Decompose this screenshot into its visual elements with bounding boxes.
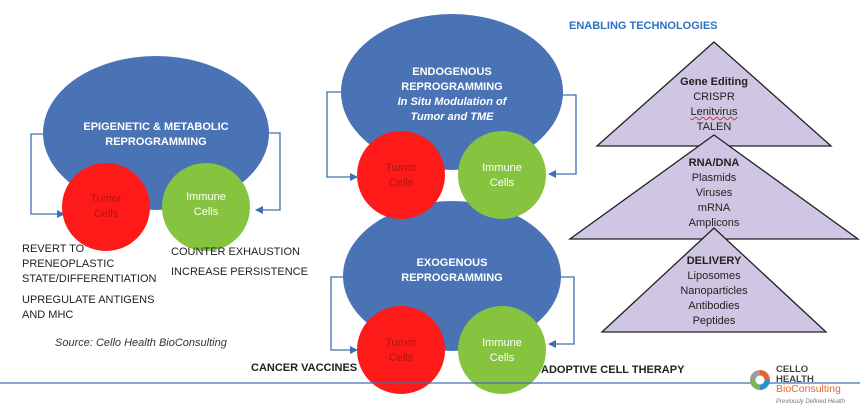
endogenous-line3: In Situ Modulation of (397, 96, 507, 108)
rna-dna-heading: RNA/DNA (688, 156, 740, 169)
endogenous-immune-line2: Cells (489, 177, 515, 189)
endogenous-line4: Tumor and TME (410, 111, 494, 123)
logo-bioconsulting-text: BioConsulting (776, 383, 841, 395)
endogenous-immune-line1: Immune (482, 162, 522, 174)
gene-editing-item-lenitvirus: Lenitvirus (690, 106, 738, 118)
left-tumor-cells-circle (62, 163, 150, 251)
revert-note: REVERT TO PRENEOPLASTIC STATE/DIFFERENTI… (22, 242, 156, 287)
endogenous-arrow-right (548, 94, 577, 178)
left-feedback-arrow-left (30, 133, 65, 218)
upregulate-note: UPREGULATE ANTIGENS AND MHC (22, 293, 154, 323)
revert-note-line3: STATE/DIFFERENTIATION (22, 273, 157, 285)
endogenous-line2: REPROGRAMMING (401, 81, 503, 93)
delivery-item-liposomes: Liposomes (687, 269, 741, 282)
endogenous-ellipse-label: ENDOGENOUS REPROGRAMMING In Situ Modulat… (372, 64, 532, 126)
gene-editing-item-crispr: CRISPR (693, 91, 735, 103)
endogenous-tumor-line1: Tumor (385, 162, 417, 174)
left-immune-line1: Immune (186, 191, 226, 203)
counter-exhaustion-note: COUNTER EXHAUSTION (171, 246, 300, 258)
cancer-vaccines-label: CANCER VACCINES (251, 362, 358, 374)
delivery-item-peptides: Peptides (692, 314, 736, 327)
rna-dna-label: RNA/DNA Plasmids Viruses mRNA Amplicons (664, 154, 764, 232)
exogenous-tumor-cells-circle (357, 306, 445, 394)
logo-tagline: Previously Defined Health (776, 399, 846, 405)
exogenous-tumor-line1: Tumor (385, 337, 417, 349)
delivery-item-nanoparticles: Nanoparticles (680, 284, 748, 297)
increase-persistence-note: INCREASE PERSISTENCE (171, 266, 308, 278)
epigenetic-ellipse-label: EPIGENETIC & METABOLIC REPROGRAMMING (70, 118, 242, 152)
exogenous-immune-cells-label: Immune Cells (472, 336, 532, 366)
gene-editing-label: Gene Editing CRISPR Lenitvirus TALEN (664, 74, 764, 136)
left-tumor-line2: Cells (93, 208, 119, 220)
exogenous-arrow-left (330, 276, 358, 354)
delivery-label: DELIVERY Liposomes Nanoparticles Antibod… (659, 252, 769, 330)
logo-health-text: HEALTH (776, 374, 814, 385)
endogenous-ellipse (341, 14, 563, 170)
endogenous-immune-cells-circle (458, 131, 546, 219)
endogenous-tumor-cells-label: Tumor Cells (371, 161, 431, 191)
cello-health-logo: CELLO HEALTH BioConsulting Previously De… (748, 362, 852, 408)
exogenous-immune-line2: Cells (489, 352, 515, 364)
left-tumor-line1: Tumor (90, 193, 122, 205)
adoptive-cell-therapy-label: ADOPTIVE CELL THERAPY (541, 364, 685, 376)
enabling-technologies-heading: ENABLING TECHNOLOGIES (569, 20, 718, 32)
endogenous-line1: ENDOGENOUS (412, 66, 492, 78)
epigenetic-line1: EPIGENETIC & METABOLIC (83, 121, 229, 133)
revert-note-line1: REVERT TO (22, 243, 85, 255)
cello-logo-mark-icon (750, 370, 770, 390)
endogenous-arrow-left (326, 91, 358, 181)
delivery-triangle (600, 227, 828, 333)
epigenetic-line2: REPROGRAMMING (105, 136, 207, 148)
delivery-item-antibodies: Antibodies (688, 299, 740, 312)
revert-note-line2: PRENEOPLASTIC (22, 258, 115, 270)
immune-notes: COUNTER EXHAUSTION INCREASE PERSISTENCE (171, 242, 308, 282)
exogenous-line1: EXOGENOUS (416, 257, 488, 269)
source-note: Source: Cello Health BioConsulting (55, 337, 227, 349)
gene-editing-heading: Gene Editing (680, 76, 748, 88)
rna-dna-item-viruses: Viruses (695, 186, 733, 199)
logo-cello-text: CELLO (776, 364, 809, 375)
rna-dna-item-amplicons: Amplicons (688, 216, 740, 229)
delivery-heading: DELIVERY (686, 254, 742, 267)
exogenous-immune-cells-circle (458, 306, 546, 394)
rna-dna-item-mrna: mRNA (697, 201, 731, 214)
upregulate-note-line1: UPREGULATE ANTIGENS (22, 294, 155, 306)
left-immune-line2: Cells (193, 206, 219, 218)
rna-dna-item-plasmids: Plasmids (691, 171, 737, 184)
upregulate-note-line2: AND MHC (22, 309, 74, 321)
exogenous-line2: REPROGRAMMING (401, 272, 503, 284)
exogenous-immune-line1: Immune (482, 337, 522, 349)
endogenous-immune-cells-label: Immune Cells (472, 161, 532, 191)
exogenous-arrow-right (548, 276, 575, 348)
exogenous-tumor-line2: Cells (388, 352, 414, 364)
left-feedback-arrow-right (255, 132, 281, 214)
exogenous-tumor-cells-label: Tumor Cells (371, 336, 431, 366)
exogenous-ellipse-label: EXOGENOUS REPROGRAMMING (372, 255, 532, 287)
left-immune-cells-label: Immune Cells (176, 190, 236, 220)
left-immune-cells-circle (162, 163, 250, 251)
endogenous-tumor-cells-circle (357, 131, 445, 219)
gene-editing-item-talen: TALEN (696, 121, 732, 133)
endogenous-tumor-line2: Cells (388, 177, 414, 189)
left-tumor-cells-label: Tumor Cells (76, 192, 136, 222)
